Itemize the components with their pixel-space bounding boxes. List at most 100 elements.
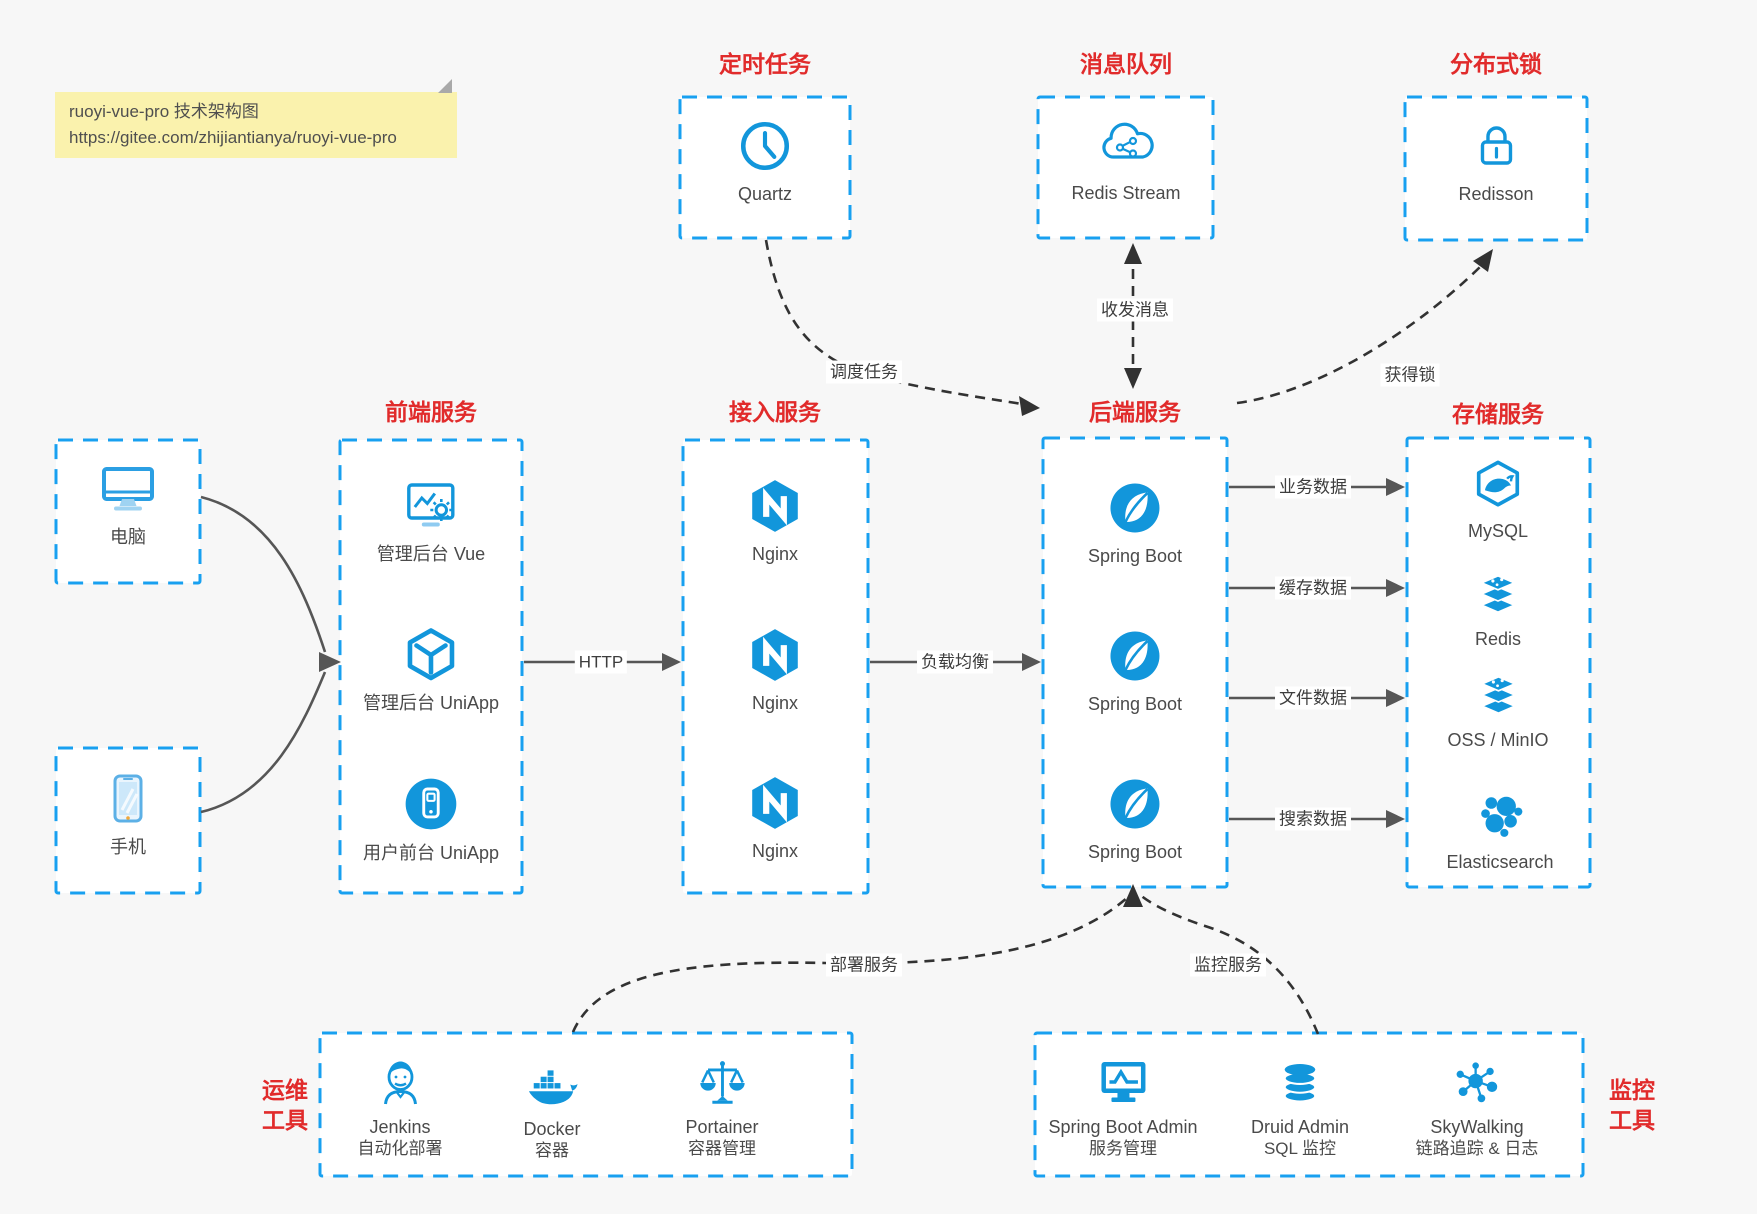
node-label: Jenkins bbox=[369, 1117, 431, 1137]
node-label: Druid Admin bbox=[1250, 1117, 1350, 1137]
node-label: SkyWalking bbox=[1430, 1117, 1524, 1137]
phone-icon bbox=[113, 774, 143, 823]
arrowhead-loadbalance bbox=[1022, 653, 1041, 671]
mq-box bbox=[1036, 95, 1215, 240]
ops-tools-label-line1: 运维 bbox=[262, 1077, 308, 1103]
arrowhead-message-down bbox=[1124, 368, 1142, 389]
arrowhead-file bbox=[1386, 689, 1405, 707]
node-elasticsearch: Elasticsearch bbox=[1446, 789, 1554, 873]
nginx-icon bbox=[752, 480, 798, 532]
node-admin-vue: 管理后台 Vue bbox=[377, 477, 485, 565]
node-jenkins: Jenkins 自动化部署 bbox=[358, 1056, 443, 1160]
title-mq: 消息队列 bbox=[1080, 51, 1172, 77]
nginx-icon bbox=[752, 629, 798, 681]
monitoring-box bbox=[1033, 1031, 1585, 1178]
edge-phone-frontend bbox=[200, 671, 327, 814]
edge-label-file-data: 文件数据 bbox=[1275, 686, 1351, 710]
jenkins-icon bbox=[383, 1061, 417, 1105]
ops-tools-label-line2: 工具 bbox=[262, 1107, 308, 1133]
node-label: Redis bbox=[1474, 629, 1522, 649]
clock-icon bbox=[740, 121, 790, 171]
node-skywalking: SkyWalking 链路追踪 & 日志 bbox=[1415, 1056, 1539, 1160]
node-springboot-3: Spring Boot bbox=[1088, 775, 1182, 863]
node-druid-admin: Druid Admin SQL 监控 bbox=[1251, 1058, 1349, 1160]
node-nginx-3: Nginx bbox=[746, 774, 804, 862]
node-nginx-1: Nginx bbox=[746, 477, 804, 565]
user-uniapp-icon bbox=[405, 778, 457, 830]
portainer-icon bbox=[699, 1061, 745, 1104]
title-scheduler: 定时任务 bbox=[719, 51, 811, 77]
node-label: Spring Boot bbox=[1087, 694, 1183, 714]
admin-vue-icon bbox=[407, 483, 455, 527]
node-quartz: Quartz bbox=[736, 117, 794, 205]
edge-label-cache-data: 缓存数据 bbox=[1275, 576, 1351, 600]
node-label: Spring Boot Admin bbox=[1048, 1117, 1198, 1137]
node-nginx-2: Nginx bbox=[746, 626, 804, 714]
node-label: Docker bbox=[523, 1119, 581, 1139]
desktop-icon bbox=[102, 467, 154, 511]
arrowhead-business bbox=[1386, 478, 1405, 496]
node-oss-minio: OSS / MinIO bbox=[1447, 669, 1549, 751]
redis-stack-icon bbox=[1479, 574, 1517, 614]
arrowhead-schedule bbox=[1019, 396, 1040, 416]
node-springboot-admin: Spring Boot Admin 服务管理 bbox=[1048, 1056, 1198, 1160]
node-label: Nginx bbox=[751, 693, 799, 713]
edge-label-load-balance: 负载均衡 bbox=[917, 650, 993, 674]
edge-label-deploy: 部署服务 bbox=[826, 953, 902, 977]
node-label: 管理后台 UniApp bbox=[362, 693, 500, 713]
elasticsearch-icon bbox=[1480, 796, 1522, 837]
database-icon bbox=[1283, 1064, 1317, 1103]
node-portainer: Portainer 容器管理 bbox=[685, 1056, 759, 1160]
node-label: 用户前台 UniApp bbox=[362, 843, 500, 863]
node-redisson: Redisson bbox=[1458, 117, 1534, 205]
cloud-share-icon bbox=[1101, 122, 1154, 159]
mysql-icon bbox=[1476, 460, 1520, 507]
edge-label-acquire-lock: 获得锁 bbox=[1380, 363, 1440, 387]
title-storage: 存储服务 bbox=[1452, 401, 1544, 427]
node-computer: 电脑 bbox=[96, 460, 160, 548]
docker-icon bbox=[528, 1070, 578, 1105]
node-label: Portainer bbox=[685, 1117, 759, 1137]
node-label: Redisson bbox=[1458, 184, 1534, 204]
title-backend: 后端服务 bbox=[1089, 399, 1181, 425]
edge-label-monitor: 监控服务 bbox=[1190, 953, 1266, 977]
edge-label-schedule: 调度任务 bbox=[826, 360, 902, 384]
node-sublabel: 容器 bbox=[535, 1141, 569, 1160]
node-mysql: MySQL bbox=[1468, 458, 1528, 542]
node-label: Elasticsearch bbox=[1446, 852, 1554, 872]
ops-tools-label: 运维 工具 bbox=[262, 1075, 308, 1135]
node-label: 手机 bbox=[110, 837, 146, 857]
node-sublabel: SQL 监控 bbox=[1263, 1139, 1337, 1158]
node-label: MySQL bbox=[1467, 521, 1529, 541]
node-sublabel: 服务管理 bbox=[1089, 1139, 1157, 1158]
monitoring-tools-label-line2: 工具 bbox=[1609, 1107, 1655, 1133]
edge-acquire-lock bbox=[1236, 259, 1488, 405]
edge-monitor bbox=[1138, 893, 1320, 1035]
node-label: Spring Boot bbox=[1087, 546, 1183, 566]
springboot-icon bbox=[1110, 483, 1160, 533]
node-sublabel: 链路追踪 & 日志 bbox=[1415, 1139, 1539, 1158]
padlock-icon bbox=[1480, 126, 1512, 165]
title-gateway: 接入服务 bbox=[729, 399, 821, 425]
monitoring-tools-label-line1: 监控 bbox=[1609, 1077, 1655, 1103]
node-label: Nginx bbox=[751, 544, 799, 564]
note-title: ruoyi-vue-pro 技术架构图 bbox=[69, 102, 259, 121]
lock-box bbox=[1403, 95, 1589, 242]
edge-label-http: HTTP bbox=[574, 650, 628, 674]
arrowhead-backend-bottom bbox=[1123, 884, 1143, 907]
node-phone: 手机 bbox=[100, 770, 156, 858]
uniapp-cube-icon bbox=[407, 628, 455, 681]
arrowhead-lock bbox=[1473, 249, 1493, 272]
node-label: Nginx bbox=[751, 841, 799, 861]
arrowhead-search bbox=[1386, 810, 1405, 828]
monitor-chart-icon bbox=[1101, 1062, 1145, 1102]
storage-box bbox=[1405, 436, 1592, 889]
edge-label-business-data: 业务数据 bbox=[1275, 475, 1351, 499]
node-redis-stream: Redis Stream bbox=[1071, 116, 1181, 204]
edge-label-message: 收发消息 bbox=[1097, 298, 1173, 322]
node-label: 管理后台 Vue bbox=[376, 544, 486, 564]
springboot-icon bbox=[1110, 779, 1160, 829]
node-springboot-2: Spring Boot bbox=[1088, 627, 1182, 715]
